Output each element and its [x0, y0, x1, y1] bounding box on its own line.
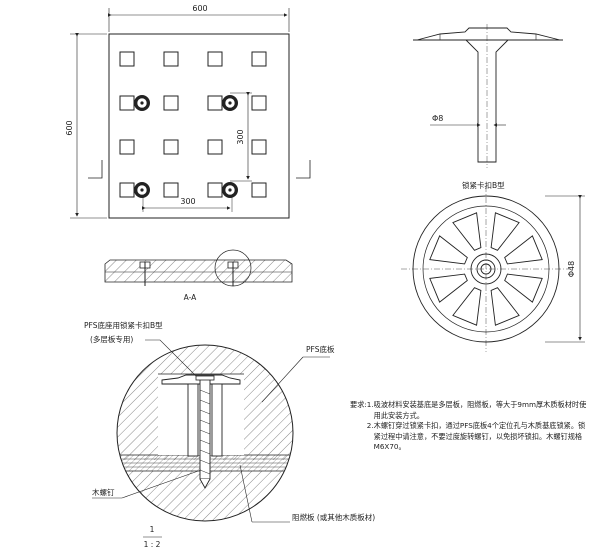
dim-panel-height: 600 — [65, 120, 74, 135]
scale-top: 1 — [150, 525, 155, 534]
callout-fire-board: 阻燃板 (或其他木质板材) — [292, 512, 375, 522]
square-hole — [207, 182, 223, 198]
square-hole — [207, 139, 223, 155]
section-label: A-A — [184, 293, 198, 302]
clip-window — [490, 212, 520, 251]
note-2-text: 木螺钉穿过锁紧卡扣，通过PFS底板4个定位孔与木质基底锁紧。锁紧过程中请注意，不… — [373, 421, 586, 451]
screw-hole — [222, 182, 238, 198]
callout-screw: 木螺钉 — [92, 487, 115, 497]
clip-window — [429, 273, 468, 303]
clip-window — [452, 212, 482, 251]
dim-spacing-horizontal: 300 — [180, 197, 195, 206]
clip-window — [429, 235, 468, 265]
screw-hole — [134, 182, 150, 198]
square-hole — [119, 95, 135, 111]
callout-pfs-board: PFS底板 — [306, 344, 335, 354]
square-hole — [119, 182, 135, 198]
square-hole — [251, 95, 267, 111]
notes-title: 要求: — [350, 400, 367, 409]
clip-name: 锁紧卡扣B型 — [462, 180, 505, 190]
panel-outline — [108, 33, 290, 219]
plan-holes — [119, 51, 267, 198]
clip-side-view — [413, 24, 563, 168]
square-hole — [163, 139, 179, 155]
clip-top-view — [401, 186, 585, 352]
dim-spacing-vertical: 300 — [236, 129, 245, 144]
square-hole — [251, 51, 267, 67]
square-hole — [251, 182, 267, 198]
square-hole — [207, 51, 223, 67]
clip-window — [504, 273, 543, 303]
square-hole — [163, 182, 179, 198]
screw-hole — [222, 95, 238, 111]
note-1-number: 1. — [366, 400, 374, 409]
detail-view — [92, 339, 330, 538]
square-hole — [119, 51, 135, 67]
section-view — [104, 249, 293, 287]
clip-window — [504, 235, 543, 265]
dim-panel-width: 600 — [192, 4, 207, 13]
square-hole — [163, 51, 179, 67]
dim-cap-diameter: Φ48 — [567, 261, 576, 277]
dim-pin-diameter: Φ8 — [432, 114, 443, 123]
plan-view — [70, 8, 311, 219]
callout-clip: PFS底座用锁紧卡扣B型 — [84, 320, 163, 330]
scale-bottom: 1 : 2 — [144, 540, 161, 549]
square-hole — [119, 139, 135, 155]
note-1-text: 吸波材料安装基底是多层板，阻燃板，等大于9mm厚木质板材时使用此安装方式。 — [373, 400, 587, 420]
clip-window — [452, 287, 482, 326]
screw-hole — [134, 95, 150, 111]
clip-window — [490, 287, 520, 326]
callout-clip-note: (多层板专用) — [90, 334, 133, 344]
note-2-number: 2. — [366, 421, 374, 430]
square-hole — [207, 95, 223, 111]
requirements-notes: 要求: 1. 吸波材料安装基底是多层板，阻燃板，等大于9mm厚木质板材时使用此安… — [350, 400, 590, 453]
square-hole — [251, 139, 267, 155]
square-hole — [163, 95, 179, 111]
